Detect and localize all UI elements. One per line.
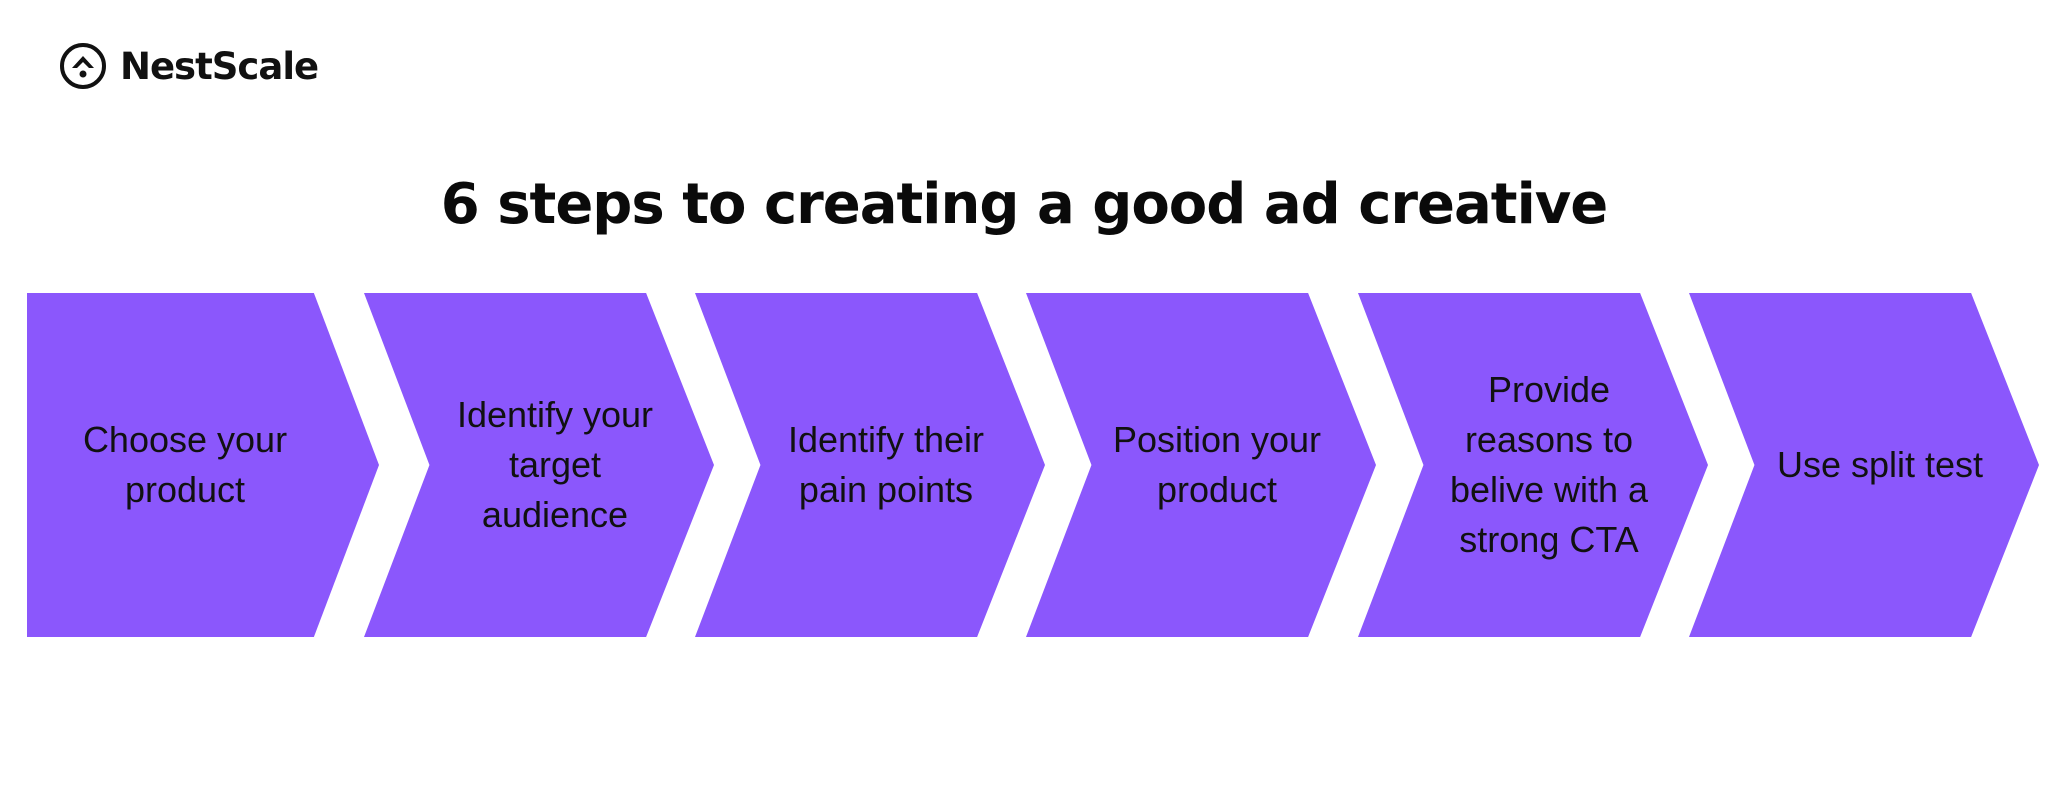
nestscale-logo-icon xyxy=(60,43,106,89)
page-title: 6 steps to creating a good ad creative xyxy=(440,172,1609,237)
step-6-label: Use split test xyxy=(1776,444,1984,485)
step-1-label: Choose your product xyxy=(82,419,288,510)
step-5-label: Provide reasons to belive with a strong … xyxy=(1449,369,1649,560)
brand-name: NestScale xyxy=(120,44,319,88)
brand-logo: NestScale xyxy=(58,40,319,92)
step-2-label: Identify your target audience xyxy=(456,394,654,535)
step-4-label: Position your product xyxy=(1112,419,1322,510)
step-3-label: Identify their pain points xyxy=(787,419,985,510)
step-1-arrow xyxy=(27,293,379,637)
